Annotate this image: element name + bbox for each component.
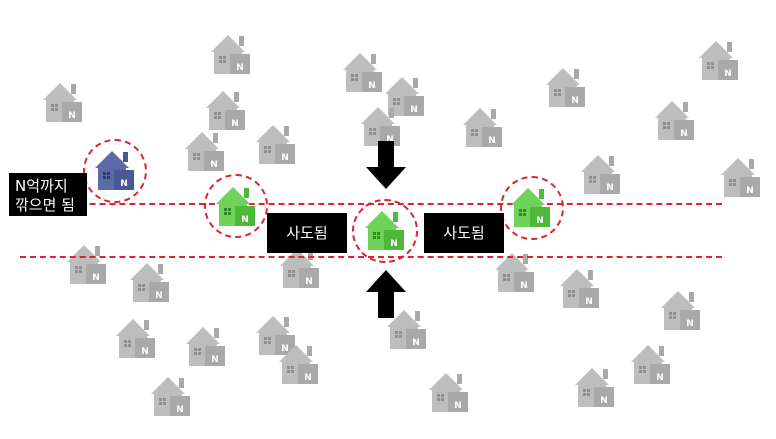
house-icon: N [182, 127, 228, 173]
house-icon: N [148, 372, 194, 418]
deal-label-right: 사도됨 [424, 213, 504, 253]
green-house-ring-left [204, 174, 268, 238]
svg-text:N: N [68, 111, 76, 121]
svg-text:N: N [600, 396, 608, 406]
svg-text:N: N [281, 153, 289, 163]
svg-text:N: N [520, 281, 528, 291]
svg-text:N: N [155, 291, 163, 301]
svg-text:N: N [585, 297, 593, 307]
svg-text:N: N [454, 401, 462, 411]
svg-text:N: N [606, 183, 614, 193]
condition-label-line2: 깎으면 됨 [15, 196, 75, 214]
svg-text:N: N [686, 319, 694, 329]
svg-text:N: N [571, 96, 579, 106]
house-icon: N [718, 153, 764, 199]
svg-text:N: N [390, 239, 398, 249]
svg-text:N: N [211, 355, 219, 365]
house-icon: N [628, 340, 674, 386]
svg-text:N: N [176, 405, 184, 415]
svg-text:N: N [120, 179, 128, 189]
arrow-up-icon [366, 270, 406, 318]
house-icon: N [64, 240, 110, 286]
house-icon: N [578, 150, 624, 196]
house-icon: N [276, 340, 322, 386]
house-icon: N [253, 311, 299, 357]
condition-label: N억까지 깎으면 됨 [9, 173, 87, 216]
house-icon: N [652, 96, 698, 142]
svg-text:N: N [386, 135, 394, 145]
svg-text:N: N [231, 119, 239, 129]
house-icon: N [696, 36, 742, 82]
house-icon: N [658, 286, 704, 332]
house-icon: N [92, 146, 138, 192]
green-house-ring-right [500, 176, 564, 240]
deal-label-left: 사도됨 [267, 213, 347, 253]
svg-text:N: N [536, 216, 544, 226]
house-icon: N [508, 183, 554, 229]
house-icon: N [113, 314, 159, 360]
svg-text:N: N [656, 373, 664, 383]
house-icon: N [213, 182, 259, 228]
svg-text:N: N [241, 215, 249, 225]
svg-text:N: N [724, 69, 732, 79]
house-icon: N [183, 322, 229, 368]
house-icon: N [572, 363, 618, 409]
svg-text:N: N [412, 338, 420, 348]
svg-text:N: N [305, 277, 313, 287]
svg-text:N: N [746, 186, 754, 196]
svg-text:N: N [281, 344, 289, 354]
svg-text:N: N [488, 136, 496, 146]
house-icon: N [384, 305, 430, 351]
svg-text:N: N [92, 273, 100, 283]
house-icon: N [208, 30, 254, 76]
house-icon: N [543, 63, 589, 109]
arrow-down-icon [366, 141, 406, 189]
house-icon: N [127, 258, 173, 304]
deal-label-left-text: 사도됨 [286, 223, 328, 242]
svg-text:N: N [210, 160, 218, 170]
house-icon: N [253, 120, 299, 166]
condition-label-line1: N억까지 [15, 177, 68, 195]
svg-text:N: N [680, 129, 688, 139]
svg-text:N: N [304, 373, 312, 383]
house-icon: N [426, 368, 472, 414]
house-icon: N [203, 86, 249, 132]
house-icon: N [382, 72, 428, 118]
svg-text:N: N [236, 63, 244, 73]
svg-text:N: N [141, 347, 149, 357]
house-icon: N [362, 206, 408, 252]
house-icon: N [340, 48, 386, 94]
deal-label-right-text: 사도됨 [443, 223, 485, 242]
svg-text:N: N [368, 81, 376, 91]
blue-house-ring [83, 139, 147, 203]
green-house-ring-center [352, 199, 418, 263]
svg-text:N: N [410, 105, 418, 115]
house-icon: N [557, 264, 603, 310]
house-icon: N [460, 103, 506, 149]
house-icon: N [492, 248, 538, 294]
house-icon: N [40, 78, 86, 124]
